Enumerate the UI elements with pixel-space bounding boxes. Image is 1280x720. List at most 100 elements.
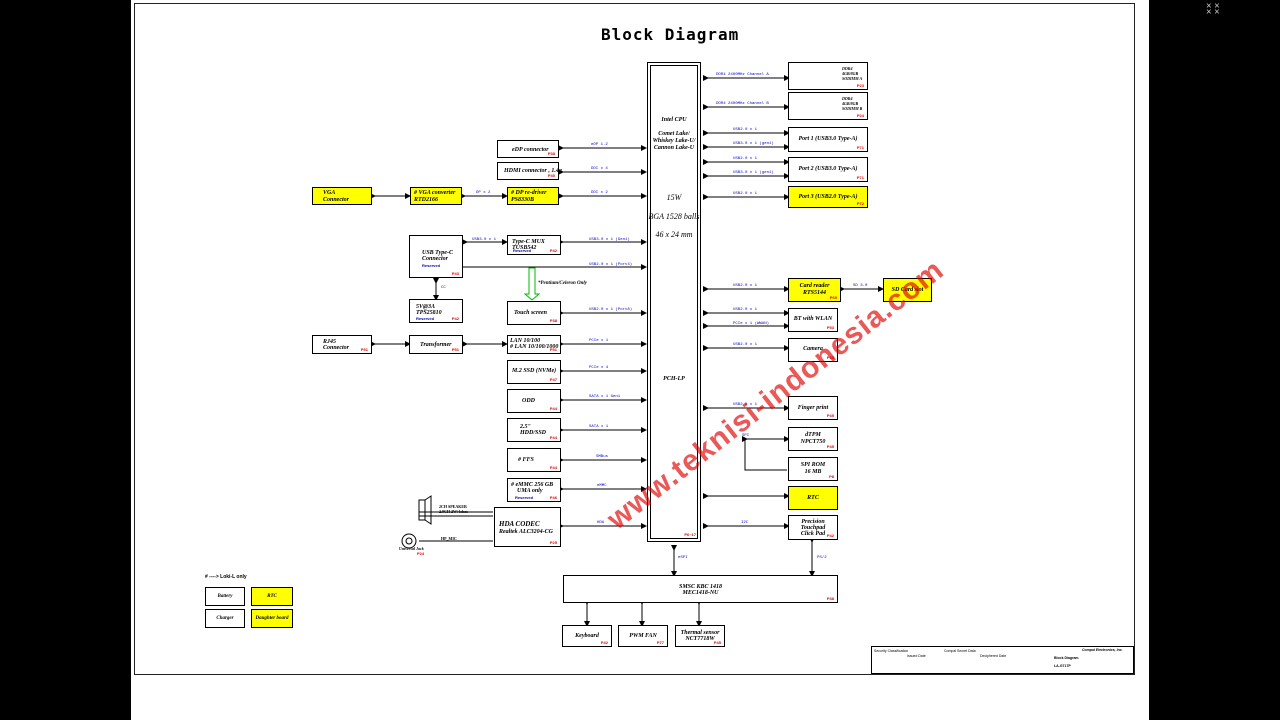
ddr-b-l1: DDR4 [842, 96, 853, 101]
typec-conn-page: P43 [451, 271, 459, 276]
pwm-fan-block: PWM FAN P77 [618, 625, 668, 647]
hdd-bus: SATA x 1 [589, 425, 609, 429]
touchpad-l2: Touchpad [800, 525, 826, 531]
universal-jack-label: Universal Jack [399, 546, 424, 551]
rtc-label: RTC [807, 495, 819, 501]
transformer-label: Transformer [420, 342, 452, 348]
sd-card-label: SD Card slot [891, 287, 924, 293]
hdd-l1: 2.5" [520, 424, 531, 430]
legend-charger: Charger [205, 609, 245, 628]
vga-connector-block: VGA Connector [312, 187, 372, 205]
typec-connector-block: USB Type-C Connector Reserved P43 [409, 235, 463, 278]
port2-bus1: USB2.0 x 1 [733, 157, 758, 161]
port3-page: P72 [856, 201, 864, 206]
codec-l2: Realtek ALC3204-CG [499, 529, 553, 535]
dtpm-l2: NPCT750 [800, 439, 826, 445]
m2-bus: PCIe x 4 [589, 366, 609, 370]
corner-close-icon[interactable]: × ×× × [1206, 1, 1220, 18]
hdd-page: P44 [549, 435, 557, 440]
speaker-l2: 2.0CH 2W/4ohm [439, 509, 468, 514]
thermal-page: P45 [713, 640, 721, 645]
edp-page: P38 [547, 151, 555, 156]
touchpad-block: Precision Touchpad Click Pad P42 [788, 515, 838, 540]
rj45-page: P51 [360, 347, 368, 352]
ffs-block: # FFS P44 [507, 448, 561, 472]
typec-conn-l1: USB Type-C [422, 250, 453, 256]
dtpm-page: P45 [826, 444, 834, 449]
transformer-page: P51 [451, 347, 459, 352]
card-reader-l2: RTS5144 [802, 290, 826, 296]
odd-label: ODD [522, 398, 535, 404]
touchpad-bus: I2C [741, 521, 749, 525]
fan-label: PWM FAN [629, 633, 657, 639]
tb-deciphered: Deciphered Date [980, 654, 1007, 658]
ffs-label: # FFS [518, 457, 534, 463]
dtpm-bus: SPI [742, 434, 750, 438]
pd-page: P42 [451, 316, 459, 321]
vga-conv-l2: RTD2166 [414, 197, 438, 203]
kbc-l2: MEC1418-NU [682, 590, 719, 596]
ffs-page: P44 [549, 465, 557, 470]
typec-mux-l2: TUSB542 [512, 245, 537, 251]
port1-bus2: USB3.0 x 1 (gen1) [733, 142, 774, 146]
typec-conn-reserved: Reserved [422, 263, 441, 268]
ddr-b-bus: DDR4 2400MHz Channel B [716, 102, 769, 106]
card-reader-block: Card reader RTS5144 P69 [788, 278, 841, 302]
fingerprint-bus: USB2.0 x 1 [733, 403, 758, 407]
spi-rom-l1: SPI ROM [800, 462, 826, 468]
fan-page: P77 [656, 640, 664, 645]
legend-rtc: RTC [251, 587, 293, 606]
pentium-note: *Pentium/Celeron Only [538, 281, 588, 286]
rj45-l1: RJ45 [323, 339, 337, 345]
pd-block: 5V@3A TPS25810 Reserved P42 [409, 299, 463, 323]
port2-block: Port 2 (USB3.0 Type-A) P71 [788, 157, 868, 182]
ddr-b-l2: 4GB/8GB [842, 101, 859, 106]
bt-wlan-bus1: USB2.0 x 1 [733, 308, 758, 312]
kbc-block: SMSC KBC 1418 MEC1418-NU P38 [563, 575, 838, 603]
spi-rom-block: SPI ROM 16 MB P8 [788, 457, 838, 481]
pd-l1: 5V@3A [416, 304, 435, 310]
ddr-a-l2: 4GB/8GB [842, 71, 859, 76]
typec-mux-l1: Type-C MUX [512, 239, 545, 245]
pd-reserved: Reserved [416, 316, 435, 321]
codec-l1: HDA CODEC [499, 520, 540, 528]
dp-bus-in: DP x 2 [476, 191, 491, 195]
m2-ssd-block: M.2 SSD (NVMe) P47 [507, 360, 561, 384]
touch-bus: USB2.0 x 1 (Port8) [589, 308, 633, 312]
touch-label: Touch screen [514, 310, 547, 316]
camera-page: P38 [826, 355, 834, 360]
thermal-l1: Thermal sensor [680, 630, 720, 636]
bt-wlan-page: P53 [826, 325, 834, 330]
bt-wlan-label: BT with WLAN [793, 316, 833, 322]
vga-converter-block: # VGA converter RTD2166 [410, 187, 462, 205]
touchpad-page: P42 [826, 533, 834, 538]
cpu-size: 46 x 24 mm [655, 230, 693, 239]
card-reader-page: P69 [829, 295, 837, 300]
odd-block: ODD P44 [507, 389, 561, 413]
touch-page: P38 [549, 318, 557, 323]
ddr-a-bus: DDR4 2400MHz Channel A [716, 73, 769, 77]
hdmi-label: HDMI connector , 1.4a [504, 168, 562, 174]
typec-mux-page: P42 [549, 248, 557, 253]
tb-company: Compal Electronics, Inc. [1082, 648, 1123, 652]
touchpad-l1: Precision [801, 519, 825, 525]
cpu-family-2: Whiskey Lake-U/ [652, 138, 696, 144]
ddr-b-page: P24 [856, 113, 864, 118]
card-reader-l1: Card reader [799, 283, 830, 289]
lan-page: P51 [549, 347, 557, 352]
touchpad-l3: Click Pad [800, 531, 826, 537]
fingerprint-block: Finger print P45 [788, 396, 838, 420]
emmc-l2: UMA only [517, 488, 543, 494]
vga-l2: Connector [323, 197, 350, 203]
edp-bus: eDP 1.2 [591, 143, 608, 147]
hdmi-page: P40 [547, 173, 555, 178]
legend-battery: Battery [205, 587, 245, 606]
bt-wlan-block: BT with WLAN P53 [788, 308, 838, 332]
port2-page: P71 [856, 175, 864, 180]
tb-secret: Compal Secret Data [944, 649, 976, 653]
cpu-page: P6~17 [684, 532, 696, 537]
emmc-bus: eMMC [597, 484, 607, 488]
typec-mux-block: Type-C MUX TUSB542 Reserved P42 [507, 235, 561, 255]
typec-mux-reserved: Reserved [513, 248, 532, 253]
ddr-a-l3: SODIMM A [842, 76, 863, 81]
